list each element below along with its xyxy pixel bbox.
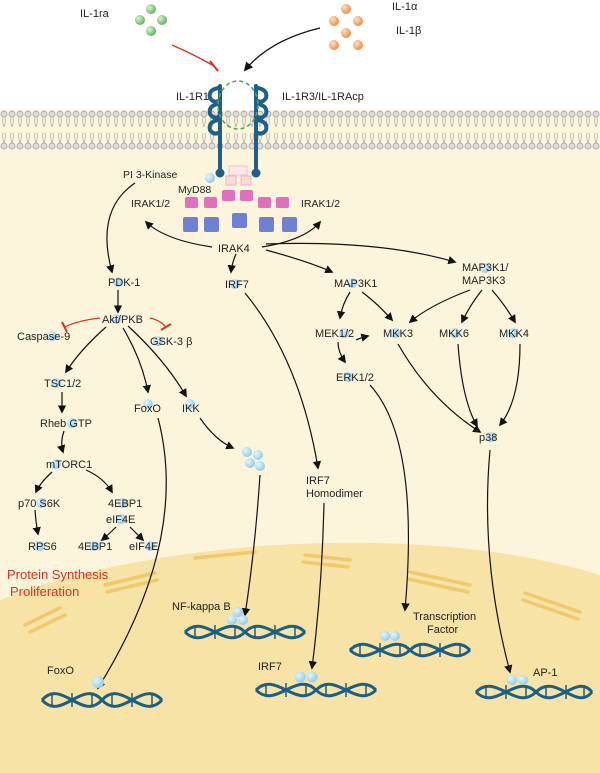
mkk4-label: MKK4	[499, 328, 529, 340]
erk-translocation-arrow	[369, 384, 410, 612]
akt-inhibits-gsk3b	[149, 317, 167, 328]
tir-domain-right	[251, 168, 261, 178]
p38-translocation-arrow	[486, 449, 513, 674]
nfkb-complex	[242, 447, 265, 471]
irf7-label: IRF7	[225, 279, 249, 291]
nucleus	[0, 542, 600, 773]
nfkb-translocation-arrow	[241, 474, 261, 617]
pdk1-label: PDK-1	[108, 277, 140, 289]
foxo-cyto-label: FoxO	[134, 403, 161, 415]
irak4-label: IRAK4	[218, 243, 250, 255]
ap1-label: AP-1	[533, 667, 557, 679]
tir-domain-left	[215, 168, 225, 178]
mapk-arrows	[336, 289, 521, 433]
caspase9-label: Caspase-9	[17, 331, 70, 343]
il1r1-label: IL-1R1	[176, 91, 209, 103]
irak12-left-label: IRAK1/2	[131, 198, 170, 210]
map3k13-label-2: MAP3K3	[462, 275, 505, 287]
nfkb-label: NF-kappa B	[172, 601, 231, 613]
eif4e-bottom-label: eIF4E	[129, 541, 158, 553]
plasma-membrane	[0, 110, 600, 150]
protein-synthesis-label: Protein Synthesis	[7, 567, 109, 582]
tsc-label: TSC1/2	[44, 378, 81, 390]
map3k1-label: MAP3K1	[334, 278, 377, 290]
dna-helix-nfkb	[183, 624, 307, 640]
tf-nuclear-molecules	[380, 631, 400, 641]
mtorc1-label: mTORC1	[46, 459, 92, 471]
irf7-translocation-arrow	[308, 502, 325, 670]
il1r3-receptor	[254, 84, 269, 172]
tf-label-2: Factor	[427, 624, 459, 636]
irak12-right-label: IRAK1/2	[301, 198, 340, 210]
pi3k-molecule	[205, 173, 215, 183]
map3k13-label-1: MAP3K1/	[462, 262, 509, 274]
il1ra-inhibition-arrow	[171, 44, 215, 67]
tf-label-1: Transcription	[413, 611, 476, 623]
myd88-complex	[183, 165, 297, 232]
dna-helix-irf7	[254, 682, 378, 698]
nuclear-envelope	[23, 550, 582, 634]
rheb-label: Rheb GTP	[40, 418, 92, 430]
irf7-homodimer-label-1: IRF7	[306, 475, 330, 487]
4ebp1-bottom-label: 4EBP1	[78, 541, 112, 553]
irak4-arrows	[144, 220, 457, 274]
myd88-label: MyD88	[178, 184, 211, 196]
il1r3-label: IL-1R3/IL-1RAcp	[282, 91, 364, 103]
dna-helix-foxo	[40, 692, 164, 708]
ligand-binding-site	[217, 80, 259, 130]
foxo-translocation-arrow	[97, 417, 167, 690]
il1ra-label: IL-1ra	[80, 8, 110, 20]
il1-binding-arrow	[243, 27, 321, 72]
akt-inhibits-caspase9	[63, 317, 101, 328]
pi3k-label: PI 3-Kinase	[123, 169, 177, 181]
akt-downstream-arrows	[65, 325, 187, 398]
mtorc1-arrows	[32, 469, 145, 542]
mkk3-label: MKK3	[383, 328, 413, 340]
il1-alpha-label: IL-1α	[392, 1, 418, 13]
pi3k-to-pdk1-arrow	[106, 182, 136, 274]
irf7-homodimer-label-2: Homodimer	[306, 488, 363, 500]
dna-helix-transcription-factor	[348, 642, 472, 658]
mkk6-label: MKK6	[439, 328, 469, 340]
nfkb-nuclear-molecules	[227, 607, 248, 625]
il1-beta-label: IL-1β	[396, 25, 421, 37]
gsk3b-label: GSK-3 β	[150, 336, 192, 348]
ikk-to-nfkb-arrow	[199, 417, 235, 450]
proliferation-label: Proliferation	[10, 584, 79, 599]
akt-label: Akt/PKB	[102, 314, 143, 326]
erk12-label: ERK1/2	[336, 372, 374, 384]
mek12-label: MEK1/2	[315, 328, 354, 340]
rps6-label: RPS6	[28, 541, 57, 553]
p70s6k-label: p70 S6K	[18, 498, 61, 510]
ikk-label: IKK	[182, 403, 200, 415]
dna-helix-ap1	[474, 684, 594, 700]
il1ra-molecules	[135, 4, 167, 36]
irf7-nuclear-molecules	[294, 671, 318, 683]
irf7-nucleus-label: IRF7	[258, 661, 282, 673]
4ebp1-top-label: 4EBP1	[108, 498, 142, 510]
foxo-nuclear-molecule	[92, 676, 104, 688]
p38-label: p38	[479, 432, 497, 444]
eif4e-top-label: eIF4E	[106, 514, 135, 526]
il1-alpha-beta-molecules	[329, 4, 363, 50]
il1r1-receptor	[207, 84, 222, 172]
ap1-nuclear-molecules	[507, 675, 528, 685]
irf7-to-homodimer-arrow	[244, 292, 322, 470]
foxo-nucleus-label: FoxO	[47, 665, 74, 677]
